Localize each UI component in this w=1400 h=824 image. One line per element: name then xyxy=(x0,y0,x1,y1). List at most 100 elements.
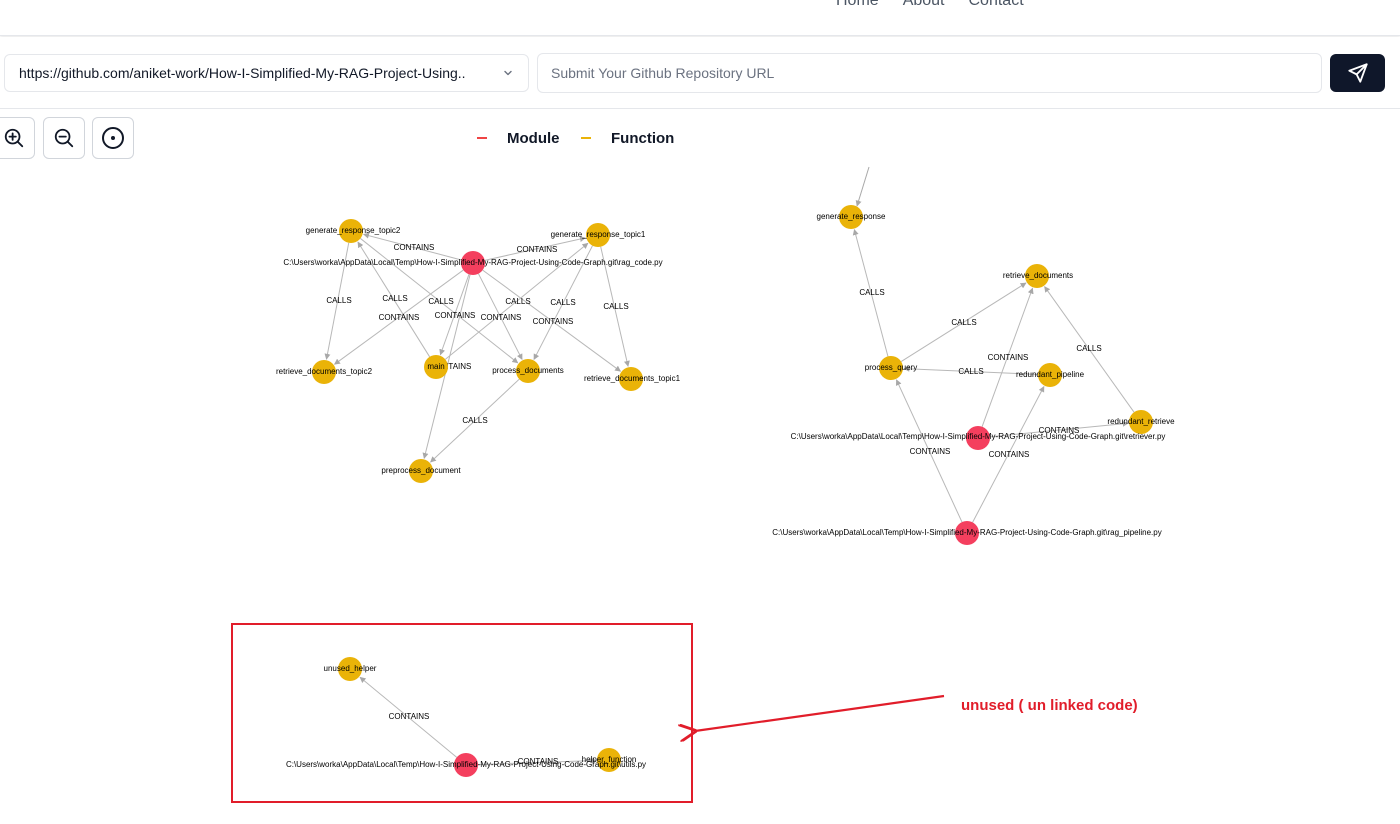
graph-node-label: C:\Users\worka\AppData\Local\Temp\How-I-… xyxy=(791,432,1166,441)
unused-code-annotation: unused ( un linked code) xyxy=(961,697,1138,714)
graph-edge-label: CONTAINS xyxy=(394,243,435,252)
function-node[interactable] xyxy=(586,223,610,247)
nav-home-link[interactable]: Home xyxy=(836,0,879,9)
graph-node-labels: C:\Users\worka\AppData\Local\Temp\How-I-… xyxy=(276,212,1175,769)
graph-edge xyxy=(477,757,597,766)
repository-toolbar: https://github.com/aniket-work/How-I-Sim… xyxy=(0,37,1400,109)
module-node[interactable] xyxy=(454,753,478,777)
zoom-in-icon xyxy=(4,128,24,148)
function-legend-swatch xyxy=(581,137,591,139)
graph-edge-label: CONTAINS xyxy=(481,313,522,322)
graph-edge xyxy=(900,282,1027,363)
function-node[interactable] xyxy=(338,657,362,681)
graph-node-label: generate_response xyxy=(817,212,886,221)
graph-edge-label: CALLS xyxy=(958,367,983,376)
function-node[interactable] xyxy=(1038,363,1062,387)
code-graph-canvas[interactable]: CONTAINS CONTAINS CONTAINS CONTAINS CONTAINS… xyxy=(0,110,1400,824)
graph-node-label: retrieve_documents_topic2 xyxy=(276,367,373,376)
function-node[interactable] xyxy=(1129,410,1153,434)
function-node[interactable] xyxy=(409,459,433,483)
graph-node-label: process_query xyxy=(865,363,917,372)
function-node[interactable] xyxy=(516,359,540,383)
graph-edge-label: CONTAINS xyxy=(1039,426,1080,435)
function-node[interactable] xyxy=(312,360,336,384)
module-node[interactable] xyxy=(955,521,979,545)
zoom-out-icon xyxy=(54,128,74,148)
function-node[interactable] xyxy=(839,205,863,229)
graph-node-label: process_documents xyxy=(492,366,564,375)
graph-edge-label: CONTAINS xyxy=(435,311,476,320)
graph-edge xyxy=(903,365,1039,375)
graph-edge xyxy=(324,242,350,360)
target-icon xyxy=(102,127,124,149)
graph-node-label: main xyxy=(427,362,444,371)
zoom-out-button[interactable] xyxy=(43,117,85,159)
top-navbar: Home About Contact xyxy=(0,0,1400,36)
module-legend-swatch xyxy=(477,137,487,139)
function-node[interactable] xyxy=(597,748,621,772)
graph-edge-label: CONTAINS xyxy=(517,245,558,254)
function-node[interactable] xyxy=(339,219,363,243)
graph-edge-label: CALLS xyxy=(505,297,530,306)
nav-about-link[interactable]: About xyxy=(902,0,945,9)
graph-node-label: generate_response_topic2 xyxy=(306,226,401,235)
graph-edge-label: CONTAINS xyxy=(518,757,559,766)
graph-edge xyxy=(334,269,464,365)
graph-edge-label: CONTAINS xyxy=(988,353,1029,362)
graph-edge xyxy=(430,378,520,463)
graph-edge-label: CALLS xyxy=(1076,344,1101,353)
graph-edge-label: CALLS xyxy=(326,296,351,305)
module-node[interactable] xyxy=(461,251,485,275)
unused-code-highlight-box xyxy=(231,623,693,803)
repository-select-value: https://github.com/aniket-work/How-I-Sim… xyxy=(19,65,466,81)
graph-node-label: helper_function xyxy=(582,755,637,764)
graph-edge xyxy=(360,238,519,364)
send-icon xyxy=(1347,63,1368,83)
nav-links: Home About Contact xyxy=(836,0,1024,10)
graph-node-label: retrieve_documents xyxy=(1003,271,1073,280)
graph-edge xyxy=(484,236,586,261)
graph-edge-label: CONTAINS xyxy=(389,712,430,721)
graph-edge xyxy=(989,420,1129,438)
annotation-arrow xyxy=(695,694,945,731)
graph-edge-label: CALLS xyxy=(951,318,976,327)
function-node[interactable] xyxy=(619,367,643,391)
chevron-down-icon xyxy=(504,70,512,76)
graph-edge-label: CALLS xyxy=(428,297,453,306)
graph-node-label: redundant_retrieve xyxy=(1107,417,1175,426)
graph-edge-labels: CONTAINS CONTAINS CONTAINS CONTAINS CONTAINS… xyxy=(326,243,1101,766)
graph-edges xyxy=(324,228,1135,766)
graph-edge-offscreen xyxy=(855,166,870,207)
graph-node-label: preprocess_document xyxy=(381,466,461,475)
zoom-in-button[interactable] xyxy=(0,117,35,159)
graph-edge xyxy=(852,228,889,357)
graph-edge xyxy=(895,379,963,523)
graph-nodes xyxy=(312,205,1153,777)
nav-contact-link[interactable]: Contact xyxy=(968,0,1024,9)
function-node[interactable] xyxy=(1025,264,1049,288)
repository-select[interactable]: https://github.com/aniket-work/How-I-Sim… xyxy=(4,54,529,92)
module-node[interactable] xyxy=(966,426,990,450)
function-node[interactable] xyxy=(879,356,903,380)
graph-node-label: generate_response_topic1 xyxy=(551,230,646,239)
legend-item-function: Function xyxy=(581,129,675,147)
function-node[interactable] xyxy=(424,355,448,379)
repository-url-input[interactable] xyxy=(537,53,1322,93)
graph-edge xyxy=(972,385,1045,523)
graph-edge xyxy=(359,676,458,758)
graph-edge-label: CONTAINS xyxy=(379,313,420,322)
graph-edge xyxy=(482,269,622,372)
graph-edge xyxy=(478,273,523,360)
graph-edge-label: CALLS xyxy=(382,294,407,303)
graph-edge xyxy=(357,241,431,358)
legend-label-function: Function xyxy=(611,129,675,147)
graph-edge-label: CONTAINS xyxy=(533,317,574,326)
graph-edge-label: CONTAINS xyxy=(989,450,1030,459)
graph-node-label: C:\Users\worka\AppData\Local\Temp\How-I-… xyxy=(286,760,646,769)
reset-view-button[interactable] xyxy=(92,117,134,159)
legend-label-module: Module xyxy=(507,129,560,147)
graph-node-label: C:\Users\worka\AppData\Local\Temp\How-I-… xyxy=(283,258,662,267)
graph-node-label: redundant_pipeline xyxy=(1016,370,1085,379)
graph-node-label: unused_helper xyxy=(324,664,377,673)
submit-button[interactable] xyxy=(1330,54,1385,92)
